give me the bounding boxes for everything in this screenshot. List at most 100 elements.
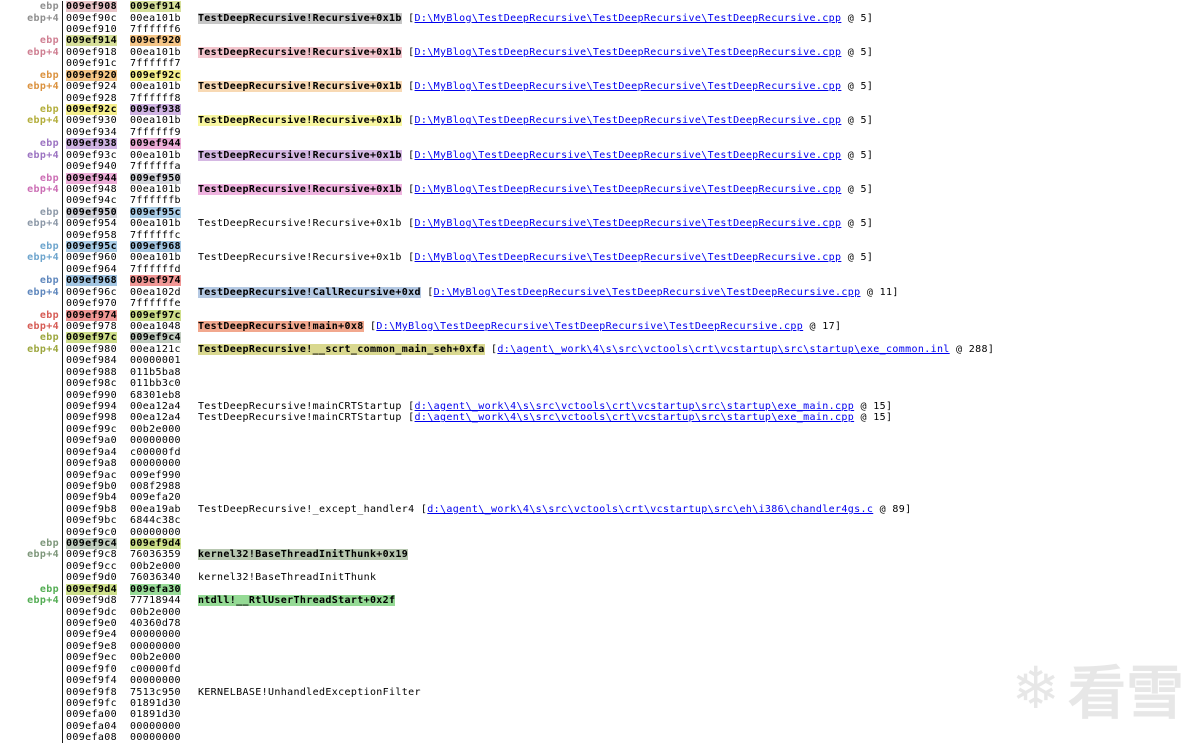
stack-row: 009ef99c 00b2e000 [0,423,1200,436]
ebp-offset-label: ebp+4 [27,549,59,561]
stack-row: 009ef9a8 00000000 [0,457,1200,470]
stack-value: 6844c38c [129,515,181,527]
symbol-name: TestDeepRecursive!Recursive+0x1b [197,12,402,24]
stack-address: 009ef9d0 [66,572,117,584]
row-content: 009ef9e4 00000000 [62,629,198,641]
symbol-cell: TestDeepRecursive!mainCRTStartup [d:\age… [197,412,893,424]
stack-value: 00ea101b [129,183,181,195]
stack-address: 009ef9e4 [66,629,117,641]
ebp-offset-label: ebp [39,309,59,321]
stack-row: 009efa08 00000000 [0,732,1200,744]
symbol-name: TestDeepRecursive!Recursive+0x1b [197,252,402,264]
stack-address: 009ef910 [66,24,117,36]
stack-row: ebp 009ef920 009ef92c [0,69,1200,81]
row-content: 009ef998 00ea12a4 TestDeepRecursive!main… [62,412,893,424]
source-file-link[interactable]: D:\MyBlog\TestDeepRecursive\TestDeepRecu… [433,286,861,298]
stack-row: 009ef994 00ea12a4 TestDeepRecursive!main… [0,400,1200,413]
source-file-link[interactable]: d:\agent\_work\4\s\src\vctools\crt\vcsta… [427,503,874,515]
row-content: 009ef97c 009ef9c4 [62,332,198,344]
stack-row: ebp+4 009ef93c 00ea101b TestDeepRecursiv… [0,149,1200,161]
source-file-link[interactable]: d:\agent\_work\4\s\src\vctools\crt\vcsta… [414,412,855,424]
stack-address: 009ef968 [66,275,117,287]
source-file-link[interactable]: D:\MyBlog\TestDeepRecursive\TestDeepRecu… [414,218,842,230]
source-file-link[interactable]: d:\agent\_work\4\s\src\vctools\crt\vcsta… [414,400,855,412]
stack-value: 00ea102d [129,286,181,298]
row-content: 009ef9a8 00000000 [62,457,198,470]
row-content: 009ef9c0 00000000 [62,526,198,538]
stack-value: 76036340 [129,572,181,584]
symbol-name: TestDeepRecursive!Recursive+0x1b [197,115,402,127]
row-content: 009ef984 00000001 [62,355,198,367]
stack-value: 00000000 [129,640,181,652]
stack-value: 00ea121c [129,343,181,355]
ebp-offset-label: ebp+4 [27,321,59,333]
stack-address: 009ef9cc [66,560,117,572]
stack-address: 009ef9b0 [66,480,117,492]
source-file-link[interactable]: d:\agent\_work\4\s\src\vctools\crt\vcsta… [497,343,950,355]
stack-address: 009ef9a0 [66,435,117,447]
row-content: 009ef994 00ea12a4 TestDeepRecursive!main… [62,400,892,413]
source-file-link[interactable]: D:\MyBlog\TestDeepRecursive\TestDeepRecu… [414,149,842,161]
row-content: 009ef9b0 008f2988 [62,480,198,493]
stack-row: 009ef9dc 00b2e000 [0,606,1200,618]
row-content: 009ef988 011b5ba8 [62,366,198,378]
stack-address: 009ef9e0 [66,617,117,629]
stack-row: ebp 009ef9d4 009efa30 [0,583,1200,595]
stack-value: 009ef95c [129,206,181,218]
stack-row: 009ef964 7ffffffd [0,263,1200,276]
row-content: 009ef9f4 00000000 [62,674,198,687]
row-content: 009ef9d4 009efa30 [62,583,198,595]
row-content: 009ef9d8 77718944 ntdll!__RtlUserThreadS… [62,594,396,607]
row-content: 009ef980 00ea121c TestDeepRecursive!__sc… [62,343,994,356]
ebp-offset-label: ebp+4 [27,149,59,161]
ebp-offset-label: ebp+4 [27,115,59,127]
stack-value: 009efa20 [129,492,181,504]
ebp-offset-label: ebp [39,138,59,150]
stack-value: 7ffffffd [129,263,181,275]
row-content: 009ef95c 009ef968 [62,240,198,253]
stack-row: ebp+4 009ef924 00ea101b TestDeepRecursiv… [0,80,1200,93]
symbol-cell: TestDeepRecursive!Recursive+0x1b [D:\MyB… [197,218,874,230]
stack-address: 009ef9d8 [66,595,117,607]
stack-address: 009ef984 [66,355,117,367]
stack-row: ebp 009ef938 009ef944 [0,138,1200,150]
stack-address: 009ef97c [66,332,117,344]
source-file-link[interactable]: D:\MyBlog\TestDeepRecursive\TestDeepRecu… [414,183,842,195]
stack-row: 009efa00 01891d30 [0,709,1200,721]
source-file-link[interactable]: D:\MyBlog\TestDeepRecursive\TestDeepRecu… [414,115,842,127]
ebp-offset-label: ebp+4 [27,286,59,298]
stack-address: 009ef9ec [66,652,117,664]
stack-address: 009ef91c [66,58,117,70]
ebp-offset-label: ebp+4 [27,595,59,607]
ebp-offset-label: ebp [39,332,59,344]
stack-row: 009ef934 7ffffff9 [0,126,1200,139]
ebp-offset-label: ebp+4 [27,183,59,195]
source-file-link[interactable]: D:\MyBlog\TestDeepRecursive\TestDeepRecu… [414,46,842,58]
source-file-link[interactable]: D:\MyBlog\TestDeepRecursive\TestDeepRecu… [414,252,842,264]
stack-row: ebp 009ef908 009ef914 [0,1,1200,13]
stack-row: 009ef9a0 00000000 [0,435,1200,447]
row-content: 009ef9c4 009ef9d4 [62,537,198,550]
row-content: 009efa04 00000000 [62,720,198,732]
stack-address: 009ef970 [66,298,117,310]
stack-value: 009ef920 [129,35,181,47]
row-content: 009ef99c 00b2e000 [62,423,198,436]
stack-row: 009ef910 7ffffff6 [0,23,1200,36]
row-content: 009ef914 009ef920 [62,35,198,47]
stack-row: ebp+4 009ef980 00ea121c TestDeepRecursiv… [0,343,1200,356]
row-content: 009ef96c 00ea102d TestDeepRecursive!Call… [62,286,899,298]
source-file-link[interactable]: D:\MyBlog\TestDeepRecursive\TestDeepRecu… [414,81,842,93]
row-content: 009efa00 01891d30 [62,709,198,721]
stack-address: 009ef974 [66,309,117,321]
row-content: 009ef908 009ef914 [62,1,198,13]
stack-address: 009ef9d4 [66,583,117,595]
stack-value: 011bb3c0 [129,378,181,390]
row-content: 009ef92c 009ef938 [62,103,198,116]
stack-address: 009ef934 [66,126,117,138]
stack-address: 009ef93c [66,149,117,161]
row-content: 009ef9ec 00b2e000 [62,652,198,664]
source-file-link[interactable]: D:\MyBlog\TestDeepRecursive\TestDeepRecu… [414,12,842,24]
stack-address: 009ef918 [66,46,117,58]
source-file-link[interactable]: D:\MyBlog\TestDeepRecursive\TestDeepRecu… [376,321,804,333]
